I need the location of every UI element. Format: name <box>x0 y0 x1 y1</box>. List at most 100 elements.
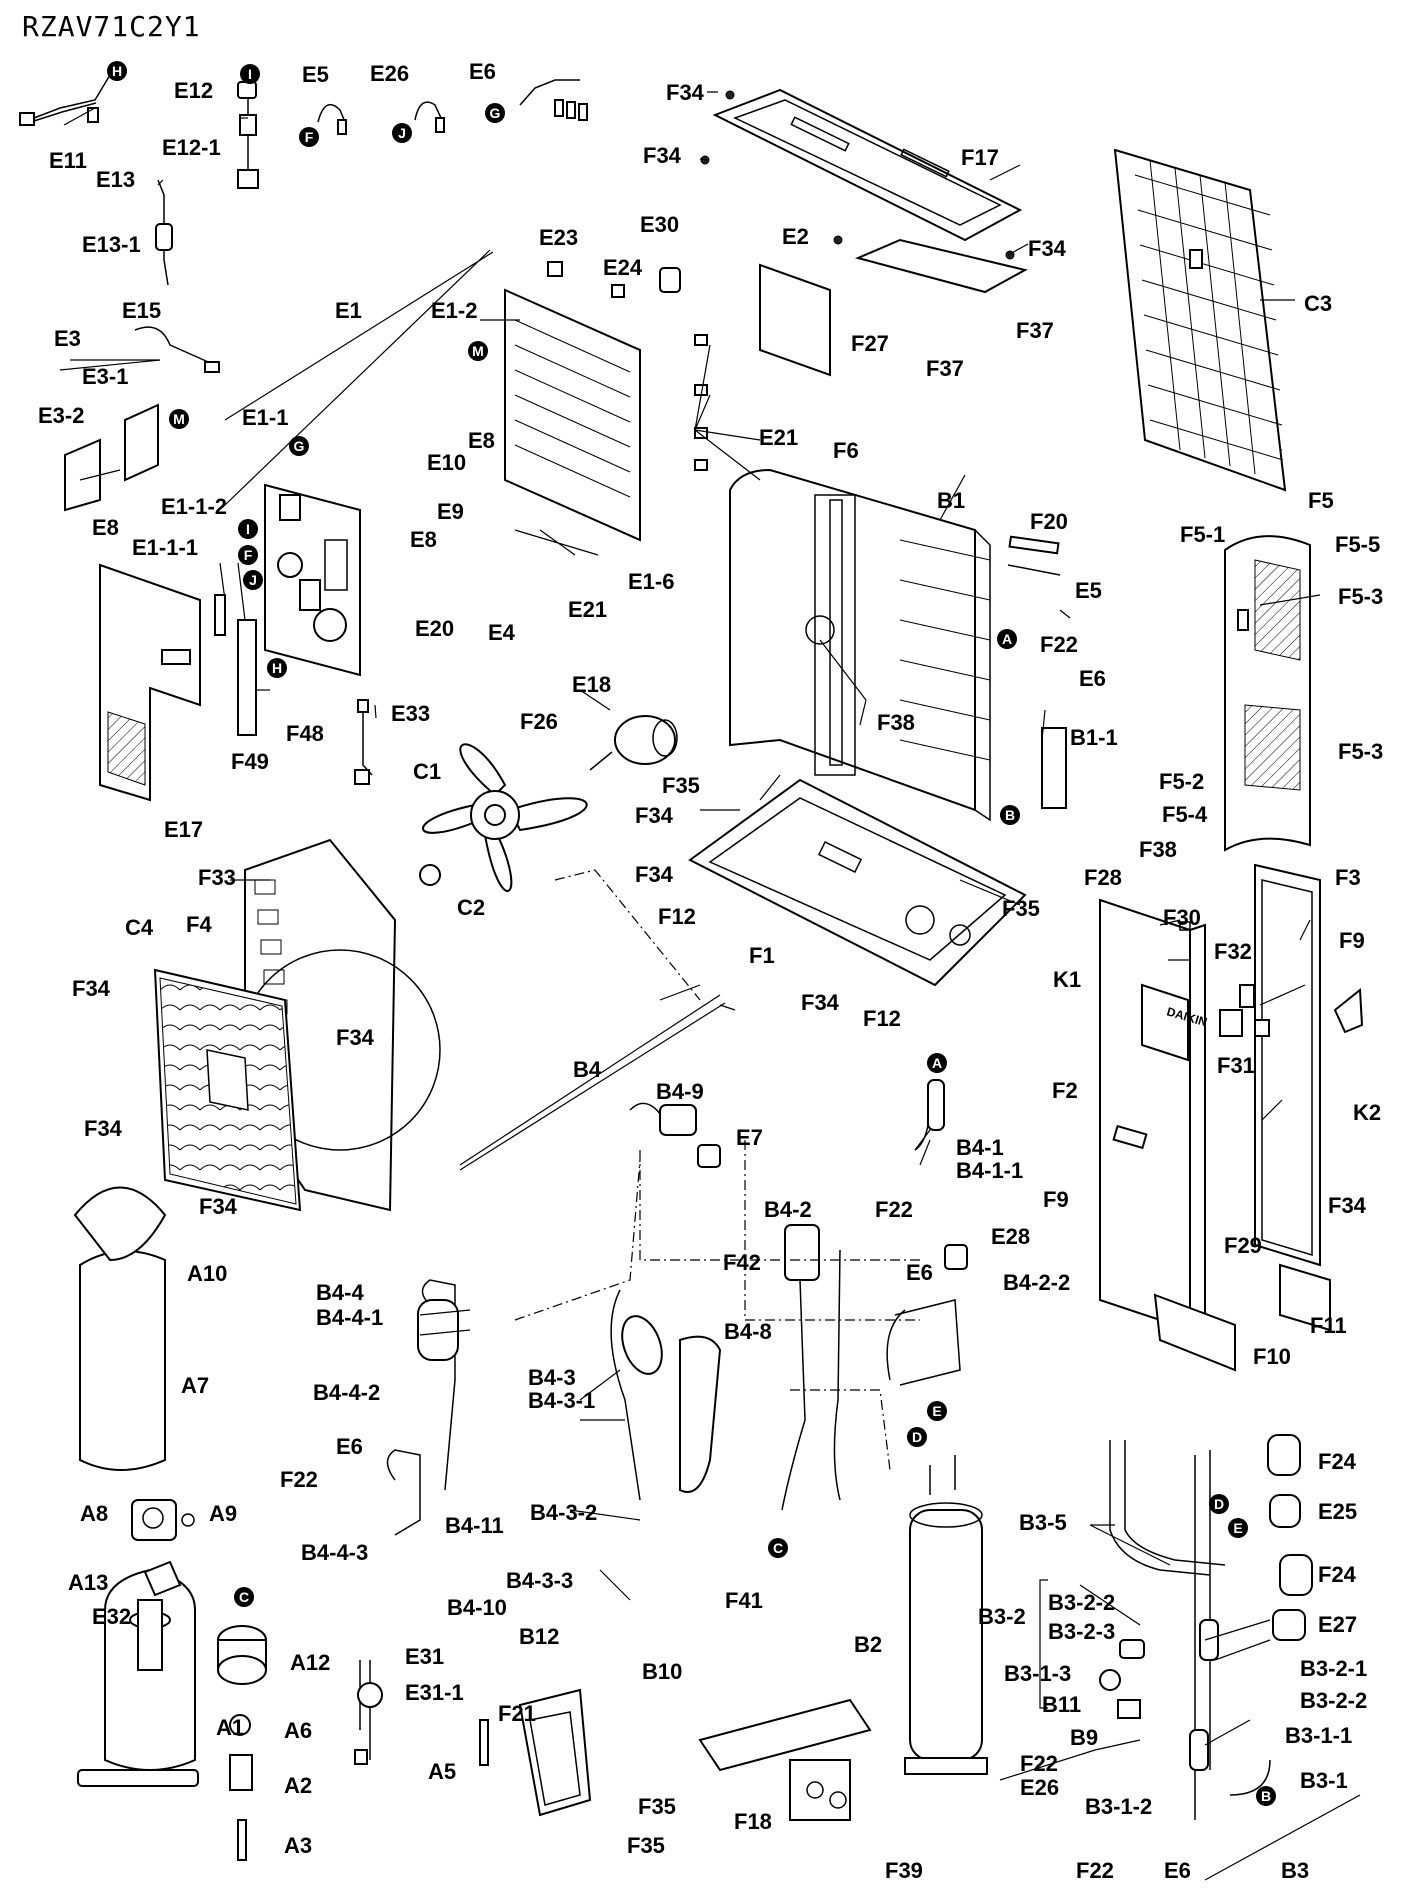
board-e3-drawing <box>64 326 220 512</box>
label-b4-9: B4-9 <box>656 1079 704 1104</box>
marker-m: M <box>169 409 189 429</box>
label-e24: E24 <box>603 255 643 280</box>
label-b11: B11 <box>1042 1692 1081 1717</box>
control-box-e1-drawing <box>504 261 831 542</box>
svg-text:I: I <box>246 521 250 537</box>
label-b3-2-1: B3-2-1 <box>1300 1656 1367 1681</box>
label-f38: F38 <box>877 710 915 735</box>
label-b3-1-3: B3-1-3 <box>1004 1661 1071 1686</box>
f20-drawing <box>1007 535 1061 576</box>
fan-motor-e18-drawing <box>589 715 678 771</box>
label-f5-2: F5-2 <box>1159 769 1204 794</box>
label-f5-3: F5-3 <box>1338 584 1383 609</box>
sensors-top-drawing <box>317 79 588 135</box>
label-f34: F34 <box>72 976 111 1001</box>
leader-lines <box>63 91 1321 1781</box>
label-f22: F22 <box>875 1197 913 1222</box>
svg-text:B: B <box>1005 807 1015 823</box>
label-b4-10: B4-10 <box>447 1595 507 1620</box>
label-e1-1-2: E1-1-2 <box>161 494 227 519</box>
marker-e: E <box>927 1401 947 1421</box>
label-b4-4-2: B4-4-2 <box>313 1380 380 1405</box>
label-b4-4: B4-4 <box>316 1280 364 1305</box>
label-e6: E6 <box>906 1260 933 1285</box>
label-a8: A8 <box>80 1501 108 1526</box>
label-b4: B4 <box>573 1057 602 1082</box>
front-panel-f2-drawing <box>1099 898 1236 1372</box>
label-f10: F10 <box>1253 1344 1291 1369</box>
f31-drawing <box>1219 1009 1243 1037</box>
accumulator-b2-drawing <box>904 1455 988 1775</box>
label-e1-1: E1-1 <box>242 405 288 430</box>
label-f37: F37 <box>1016 318 1054 343</box>
label-e23: E23 <box>539 225 578 250</box>
heat-exchanger-b1-drawing <box>729 468 991 822</box>
piping-b4-drawing <box>386 1079 968 1536</box>
top-plate-f17-drawing <box>700 88 1028 294</box>
svg-text:E: E <box>1233 1520 1242 1536</box>
label-f1: F1 <box>749 943 775 968</box>
label-a3: A3 <box>284 1833 312 1858</box>
label-b4-4-3: B4-4-3 <box>301 1540 368 1565</box>
label-f5-3: F5-3 <box>1338 739 1383 764</box>
label-e27: E27 <box>1318 1612 1357 1637</box>
thermistor-e13-drawing <box>155 179 173 286</box>
fan-grille-c4-drawing <box>153 968 302 1212</box>
svg-text:H: H <box>272 660 282 676</box>
label-e6: E6 <box>1164 1858 1191 1883</box>
svg-text:F: F <box>244 547 253 563</box>
label-a2: A2 <box>284 1773 312 1798</box>
svg-text:B: B <box>1261 1788 1271 1804</box>
lower-center-parts-drawing <box>354 1660 872 1821</box>
label-f38: F38 <box>1139 837 1177 862</box>
label-f26: F26 <box>520 709 558 734</box>
svg-text:A: A <box>932 1055 942 1071</box>
label-f17: F17 <box>961 145 999 170</box>
label-f34: F34 <box>643 143 682 168</box>
label-f5-1: F5-1 <box>1180 522 1225 547</box>
label-f34: F34 <box>1328 1193 1367 1218</box>
marker-h: H <box>107 61 127 81</box>
svg-text:C: C <box>239 1589 249 1605</box>
label-e17: E17 <box>164 817 203 842</box>
svg-text:I: I <box>248 66 252 82</box>
compressor-a1-drawing <box>77 1568 199 1787</box>
label-b9: B9 <box>1070 1725 1098 1750</box>
label-e6: E6 <box>1079 666 1106 691</box>
label-e12-1: E12-1 <box>162 135 221 160</box>
label-e21: E21 <box>568 597 607 622</box>
connector-e12-drawing <box>237 81 259 189</box>
label-b3-2-2: B3-2-2 <box>1048 1590 1115 1615</box>
part-labels: E11 E12 E12-1 E13 E13-1 E5 E26 E6 F34 F3… <box>38 59 1383 1883</box>
a13-drawing <box>143 1560 182 1597</box>
svg-text:J: J <box>249 572 257 588</box>
svg-text:A: A <box>1002 631 1012 647</box>
label-f35: F35 <box>662 773 700 798</box>
label-b4-3-3: B4-3-3 <box>506 1568 573 1593</box>
fan-propeller-c1-drawing <box>419 743 588 892</box>
label-e30: E30 <box>640 212 679 237</box>
label-f34: F34 <box>635 862 674 887</box>
label-e13: E13 <box>96 167 135 192</box>
label-e6: E6 <box>336 1434 363 1459</box>
insulation-panel-e17-drawing <box>99 563 201 802</box>
label-e15: E15 <box>122 298 161 323</box>
label-e33: E33 <box>391 701 430 726</box>
label-e1-1-1: E1-1-1 <box>132 535 198 560</box>
label-f9: F9 <box>1339 928 1365 953</box>
label-a10: A10 <box>187 1261 227 1286</box>
label-b3-5: B3-5 <box>1019 1510 1067 1535</box>
label-b4-11: B4-11 <box>445 1513 504 1538</box>
label-e8: E8 <box>468 428 495 453</box>
label-f11: F11 <box>1310 1313 1347 1338</box>
label-f41: F41 <box>725 1588 763 1613</box>
svg-text:J: J <box>398 125 406 141</box>
label-b3-1-1: B3-1-1 <box>1285 1723 1352 1748</box>
marker-b: B <box>1000 805 1020 825</box>
label-f18: F18 <box>734 1809 772 1834</box>
label-f34: F34 <box>635 803 674 828</box>
label-b4-2-2: B4-2-2 <box>1003 1270 1070 1295</box>
label-b12: B12 <box>519 1624 559 1649</box>
caps-f24-e25-e27-drawing <box>1267 1434 1313 1641</box>
rear-grille-c3-drawing <box>1113 148 1287 492</box>
